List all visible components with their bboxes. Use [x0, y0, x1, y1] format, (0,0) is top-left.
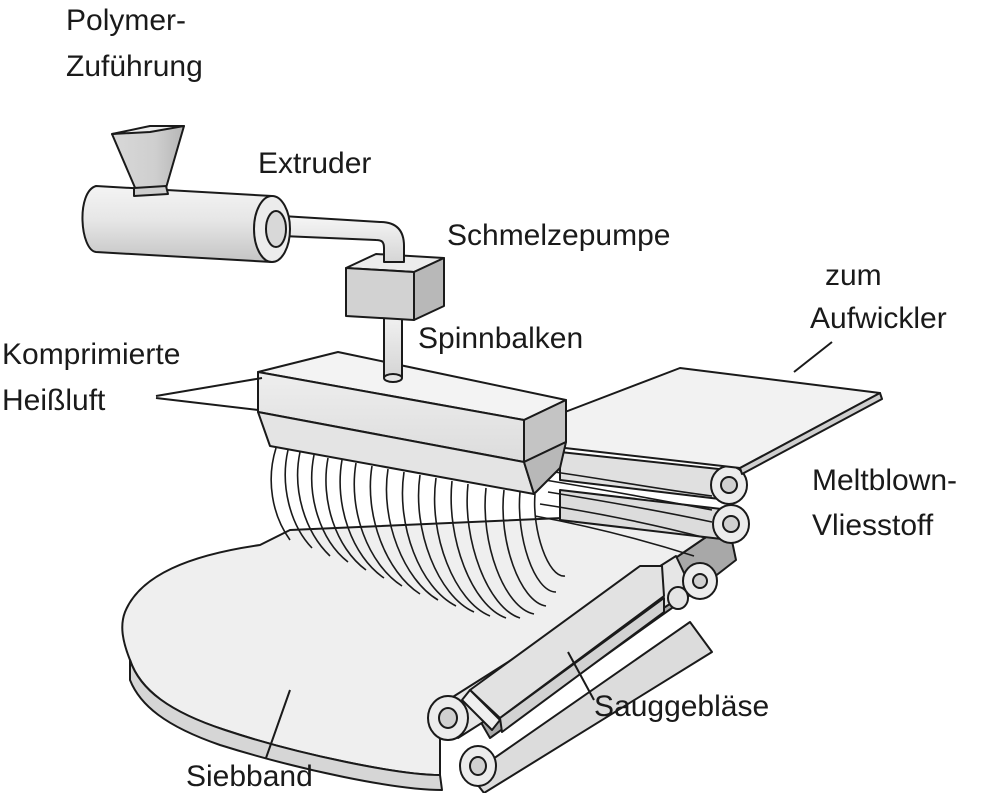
- label-belt: Siebband: [186, 760, 313, 793]
- pump-feed-pipe: [281, 215, 405, 263]
- conveyor-belt: [121, 451, 750, 793]
- spin-beam: [257, 351, 567, 495]
- label-polymer-feed-line2: Zuführung: [66, 50, 203, 83]
- label-hot-air-line2: Heißluft: [2, 384, 106, 417]
- label-spin-beam: Spinnbalken: [418, 322, 583, 355]
- extruder-barrel: [81, 185, 273, 263]
- leader-blower: [567, 651, 595, 701]
- label-extruder: Extruder: [258, 147, 371, 180]
- leader-winder: [793, 341, 833, 373]
- rear-rollers: [559, 451, 750, 610]
- rear-roller-lower-b: [667, 586, 689, 610]
- leader-hot-air-upper: [155, 377, 263, 397]
- polymer-hopper: [111, 125, 185, 197]
- leader-hot-air-lower: [155, 397, 259, 411]
- label-nonwoven-line2: Vliesstoff: [812, 509, 934, 542]
- label-polymer-feed-line1: Polymer-: [66, 4, 186, 37]
- belt-lower-edge: [129, 659, 443, 791]
- hopper-body: [111, 125, 185, 191]
- labels: Polymer- Zuführung Extruder Schmelzepump…: [2, 4, 957, 793]
- label-melt-pump: Schmelzepumpe: [447, 219, 670, 252]
- nonwoven-web: [564, 367, 883, 475]
- leader-lines: [155, 341, 833, 759]
- meltblown-fibers: [270, 447, 713, 619]
- melt-pump-front: [345, 267, 415, 321]
- label-winder-line2: Aufwickler: [810, 302, 947, 335]
- suction-blower: [461, 565, 665, 733]
- label-suction-blower: Sauggebläse: [594, 690, 769, 723]
- label-hot-air-line1: Komprimierte: [2, 338, 180, 371]
- extruder: [81, 185, 291, 263]
- melt-pump: [345, 253, 445, 321]
- leader-belt: [265, 689, 291, 759]
- label-winder-line1: zum: [825, 259, 882, 292]
- label-nonwoven-line1: Meltblown-: [812, 464, 957, 497]
